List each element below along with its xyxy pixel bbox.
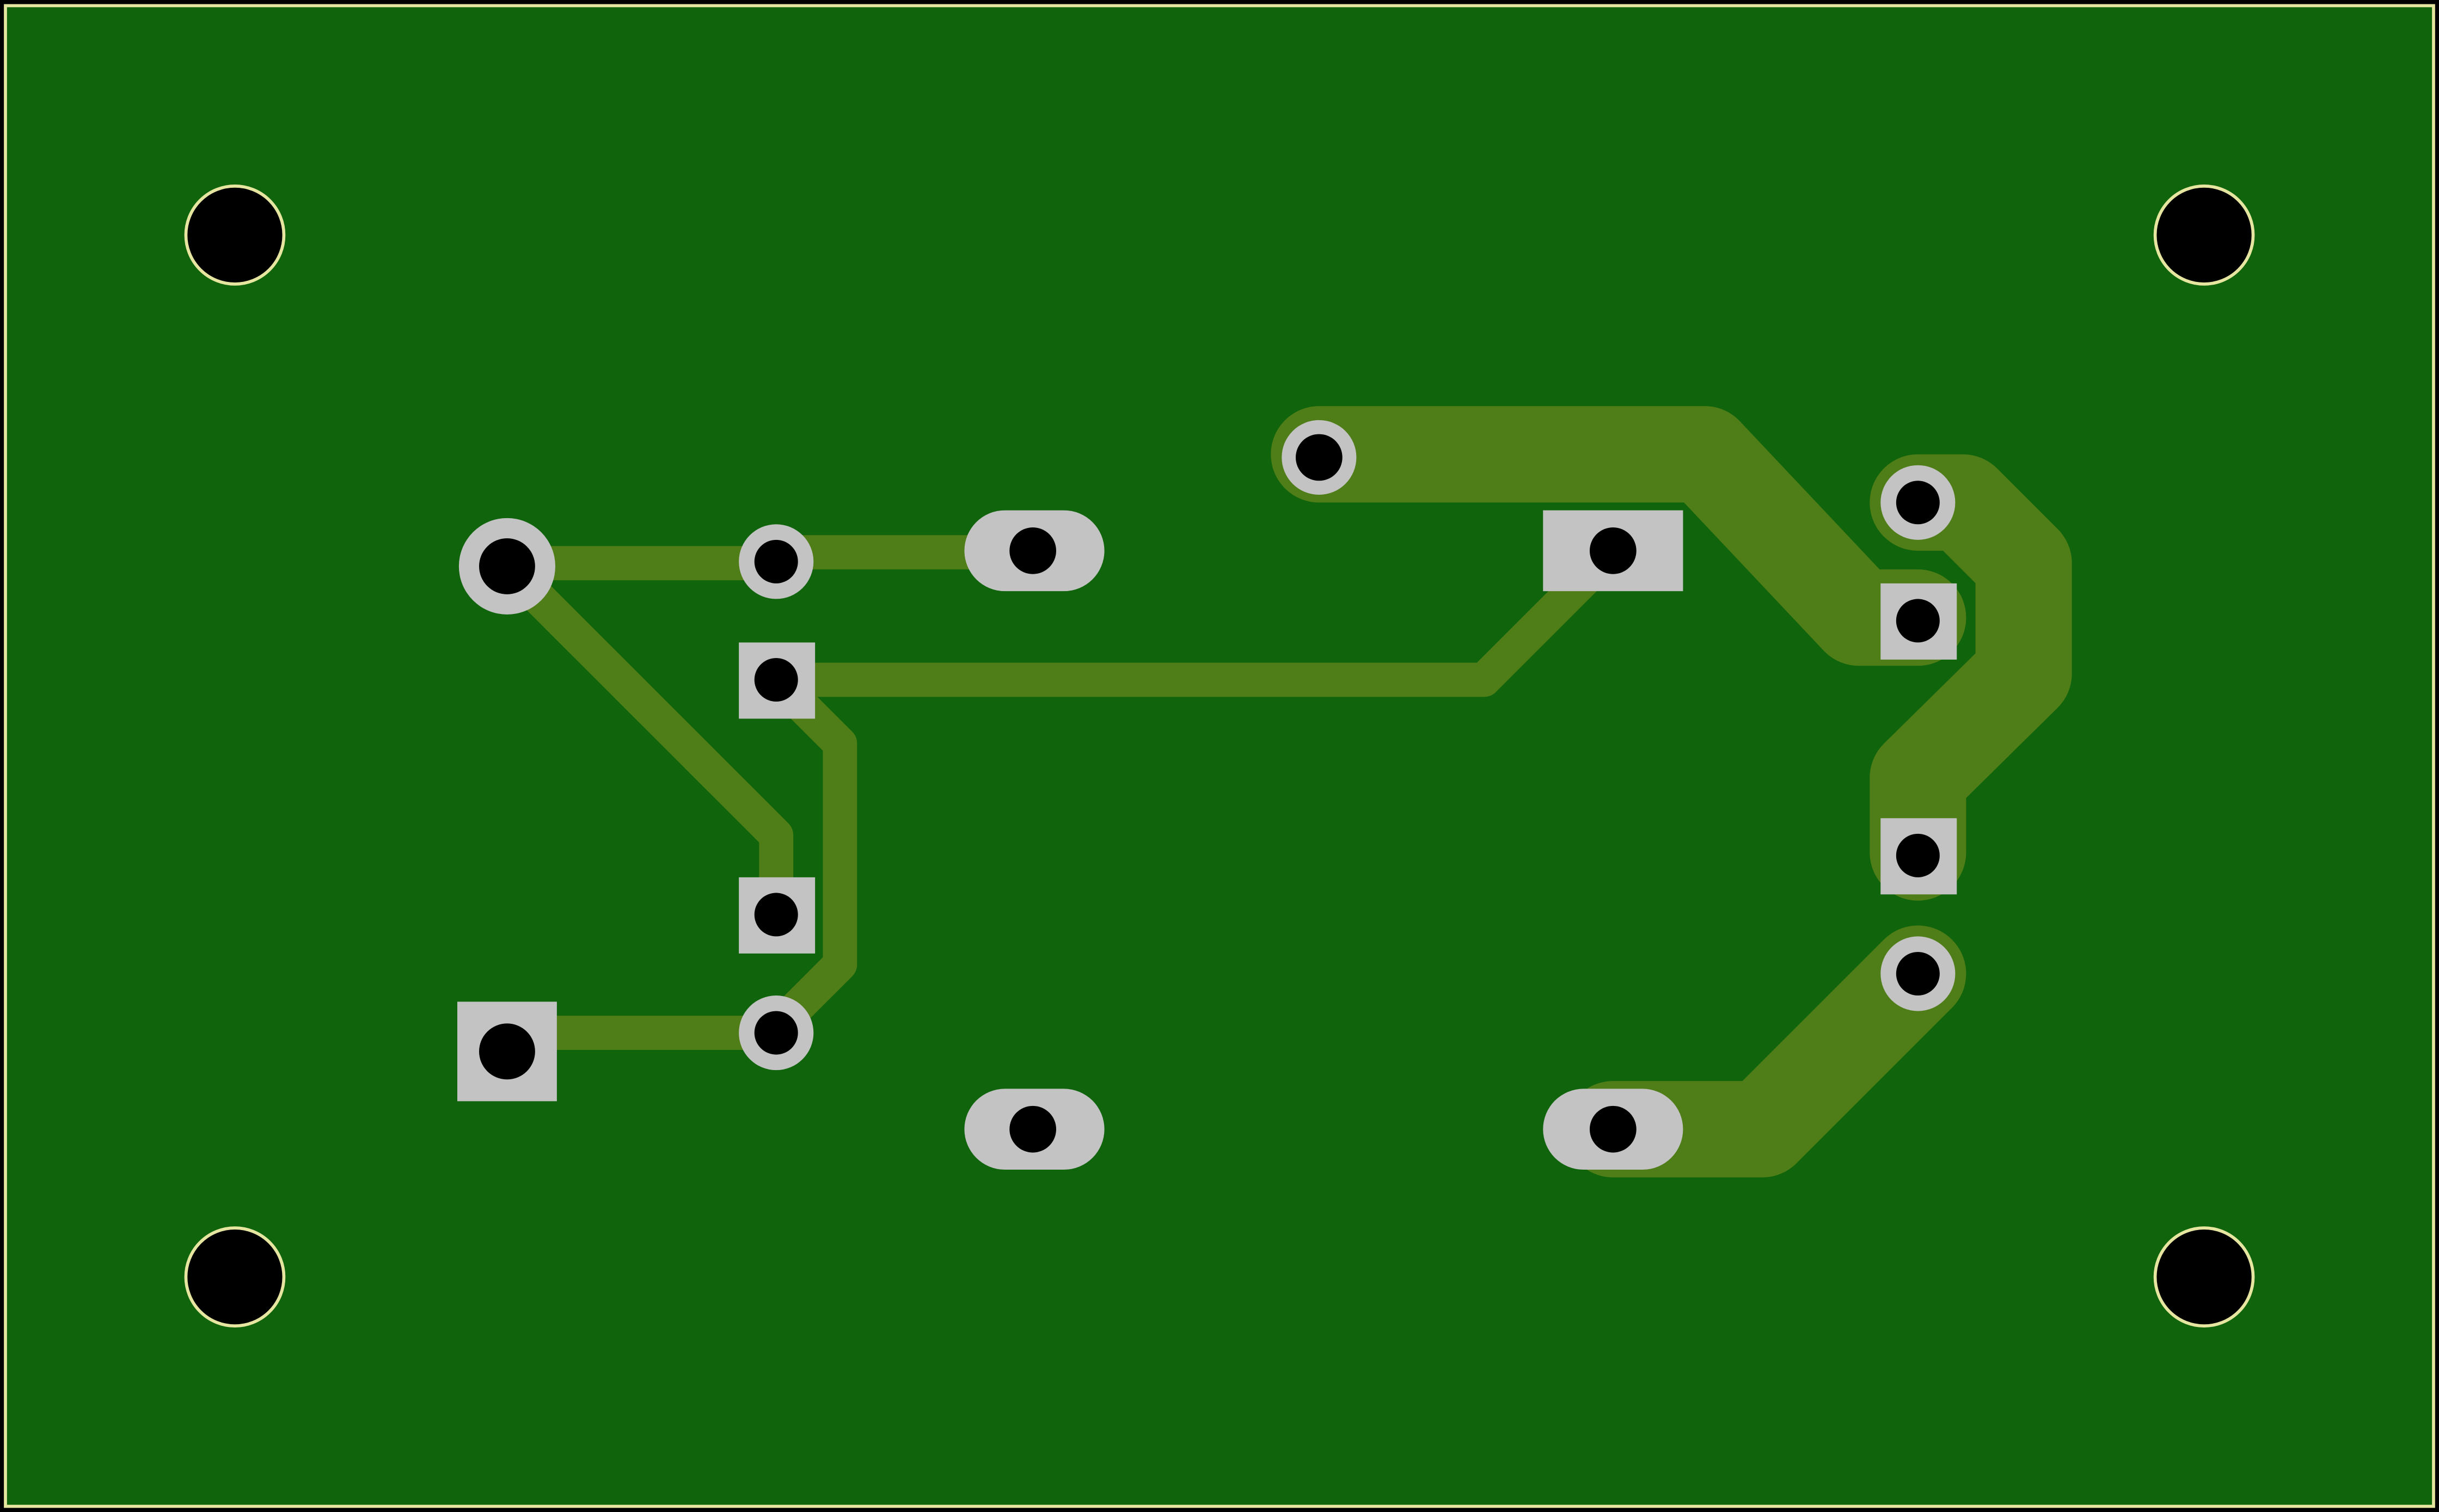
mounting-hole-top-right: [2153, 185, 2255, 286]
pad-oval-bottom-left: [964, 1089, 1105, 1170]
pad-oval-top: [964, 510, 1105, 592]
pad-large-square-left: [457, 1001, 557, 1102]
pad-small-square-a: [739, 642, 816, 719]
pad-small-square-b: [739, 877, 816, 954]
pad-round-right-bottom: [1880, 936, 1956, 1011]
pad-small-round-lower: [739, 995, 814, 1071]
trace-thick-right-loop: [1870, 454, 2072, 901]
mounting-holes: [184, 185, 2255, 1327]
mounting-hole-top-left: [184, 185, 286, 286]
pad-square-right-lower: [1880, 818, 1957, 895]
pads: [457, 420, 1957, 1170]
pad-square-right-upper: [1880, 583, 1957, 660]
trace-thin-long: [759, 533, 1631, 697]
pad-round-right-top: [1880, 465, 1956, 540]
mounting-hole-bottom-right: [2153, 1226, 2255, 1327]
pad-large-round-left: [458, 518, 555, 614]
board-outline: [4, 4, 2435, 1508]
pad-small-round-upper: [739, 524, 814, 599]
mounting-hole-bottom-left: [184, 1226, 286, 1327]
pad-rect-center: [1543, 510, 1683, 592]
pad-oval-bottom-right: [1543, 1089, 1683, 1170]
pad-round-mid-top: [1282, 420, 1357, 495]
